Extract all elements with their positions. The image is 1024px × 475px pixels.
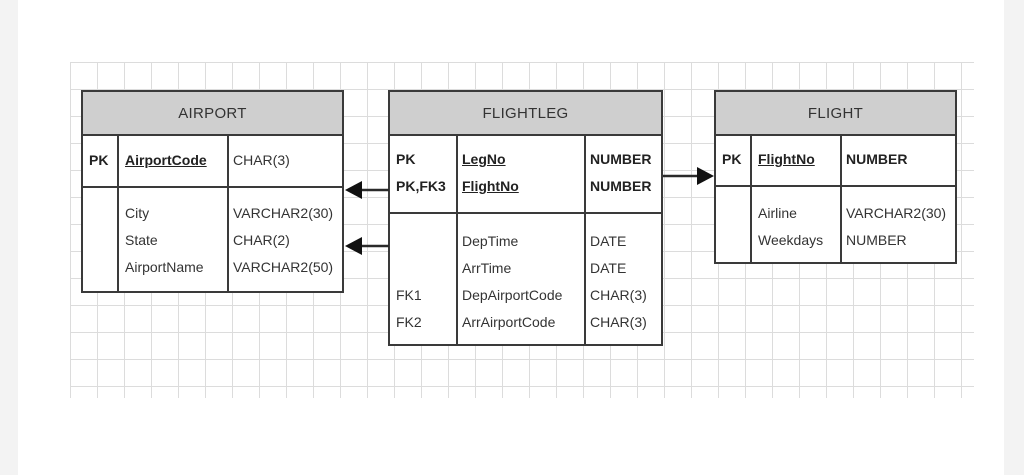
flight-attr-type: NUMBER [846,232,907,248]
flightleg-pk-type: NUMBER [590,151,652,167]
entity-airport-title: AIRPORT [83,92,342,136]
flightleg-attr-name: DepTime [462,233,519,249]
arrow-flightleg-to-airport-arr[interactable] [345,237,389,255]
flightleg-col-divider-2 [584,136,586,346]
flightleg-pk-name: FlightNo [462,178,519,194]
entity-airport[interactable]: AIRPORT PK AirportCode CHAR(3) City VARC… [81,90,344,293]
flightleg-attr-name: ArrTime [462,260,512,276]
flightleg-attr-type: CHAR(3) [590,314,647,330]
flightleg-pk-divider [390,212,661,214]
flight-attr-name: Airline [758,205,797,221]
flight-attr-name: Weekdays [758,232,824,248]
flightleg-col-divider-1 [456,136,458,346]
flight-pk-name: FlightNo [758,151,815,167]
airport-attr-name: City [125,205,150,221]
flight-pk-type: NUMBER [846,151,908,167]
flightleg-pk-type: NUMBER [590,178,652,194]
entity-flight[interactable]: FLIGHT PK FlightNo NUMBER Airline VARCHA… [714,90,957,264]
flightleg-attr-name: ArrAirportCode [462,314,556,330]
flightleg-pk-key: PK,FK3 [396,178,446,194]
airport-pk-type: CHAR(3) [233,152,290,168]
flightleg-attr-type: DATE [590,233,627,249]
flightleg-attr-name: DepAirportCode [462,287,563,303]
flight-col-divider-1 [750,136,752,264]
flightleg-pk-name: LegNo [462,151,506,167]
airport-pk-divider [83,186,342,188]
entity-flight-title: FLIGHT [716,92,955,136]
airport-col-divider-1 [117,136,119,293]
airport-attr-name: State [125,232,158,248]
arrow-flightleg-to-airport-dep[interactable] [345,181,389,199]
airport-attr-type: VARCHAR2(30) [233,205,334,221]
flight-pk-key: PK [722,151,742,167]
flightleg-attr-key: FK2 [396,314,422,330]
flight-pk-divider [716,185,955,187]
airport-pk-key: PK [89,152,109,168]
flightleg-attr-key: FK1 [396,287,422,303]
airport-attr-name: AirportName [125,259,204,275]
flight-attr-type: VARCHAR2(30) [846,205,947,221]
entity-flightleg[interactable]: FLIGHTLEG PK LegNo NUMBER PK,FK3 FlightN… [388,90,663,346]
flightleg-attr-type: CHAR(3) [590,287,647,303]
airport-attr-type: VARCHAR2(50) [233,259,334,275]
flightleg-attr-type: DATE [590,260,627,276]
entity-flightleg-title: FLIGHTLEG [390,92,661,136]
flight-col-divider-2 [840,136,842,264]
airport-col-divider-2 [227,136,229,293]
airport-pk-name: AirportCode [125,152,207,168]
flightleg-pk-key: PK [396,151,416,167]
airport-attr-type: CHAR(2) [233,232,290,248]
arrow-flightleg-to-flight[interactable] [663,167,714,185]
